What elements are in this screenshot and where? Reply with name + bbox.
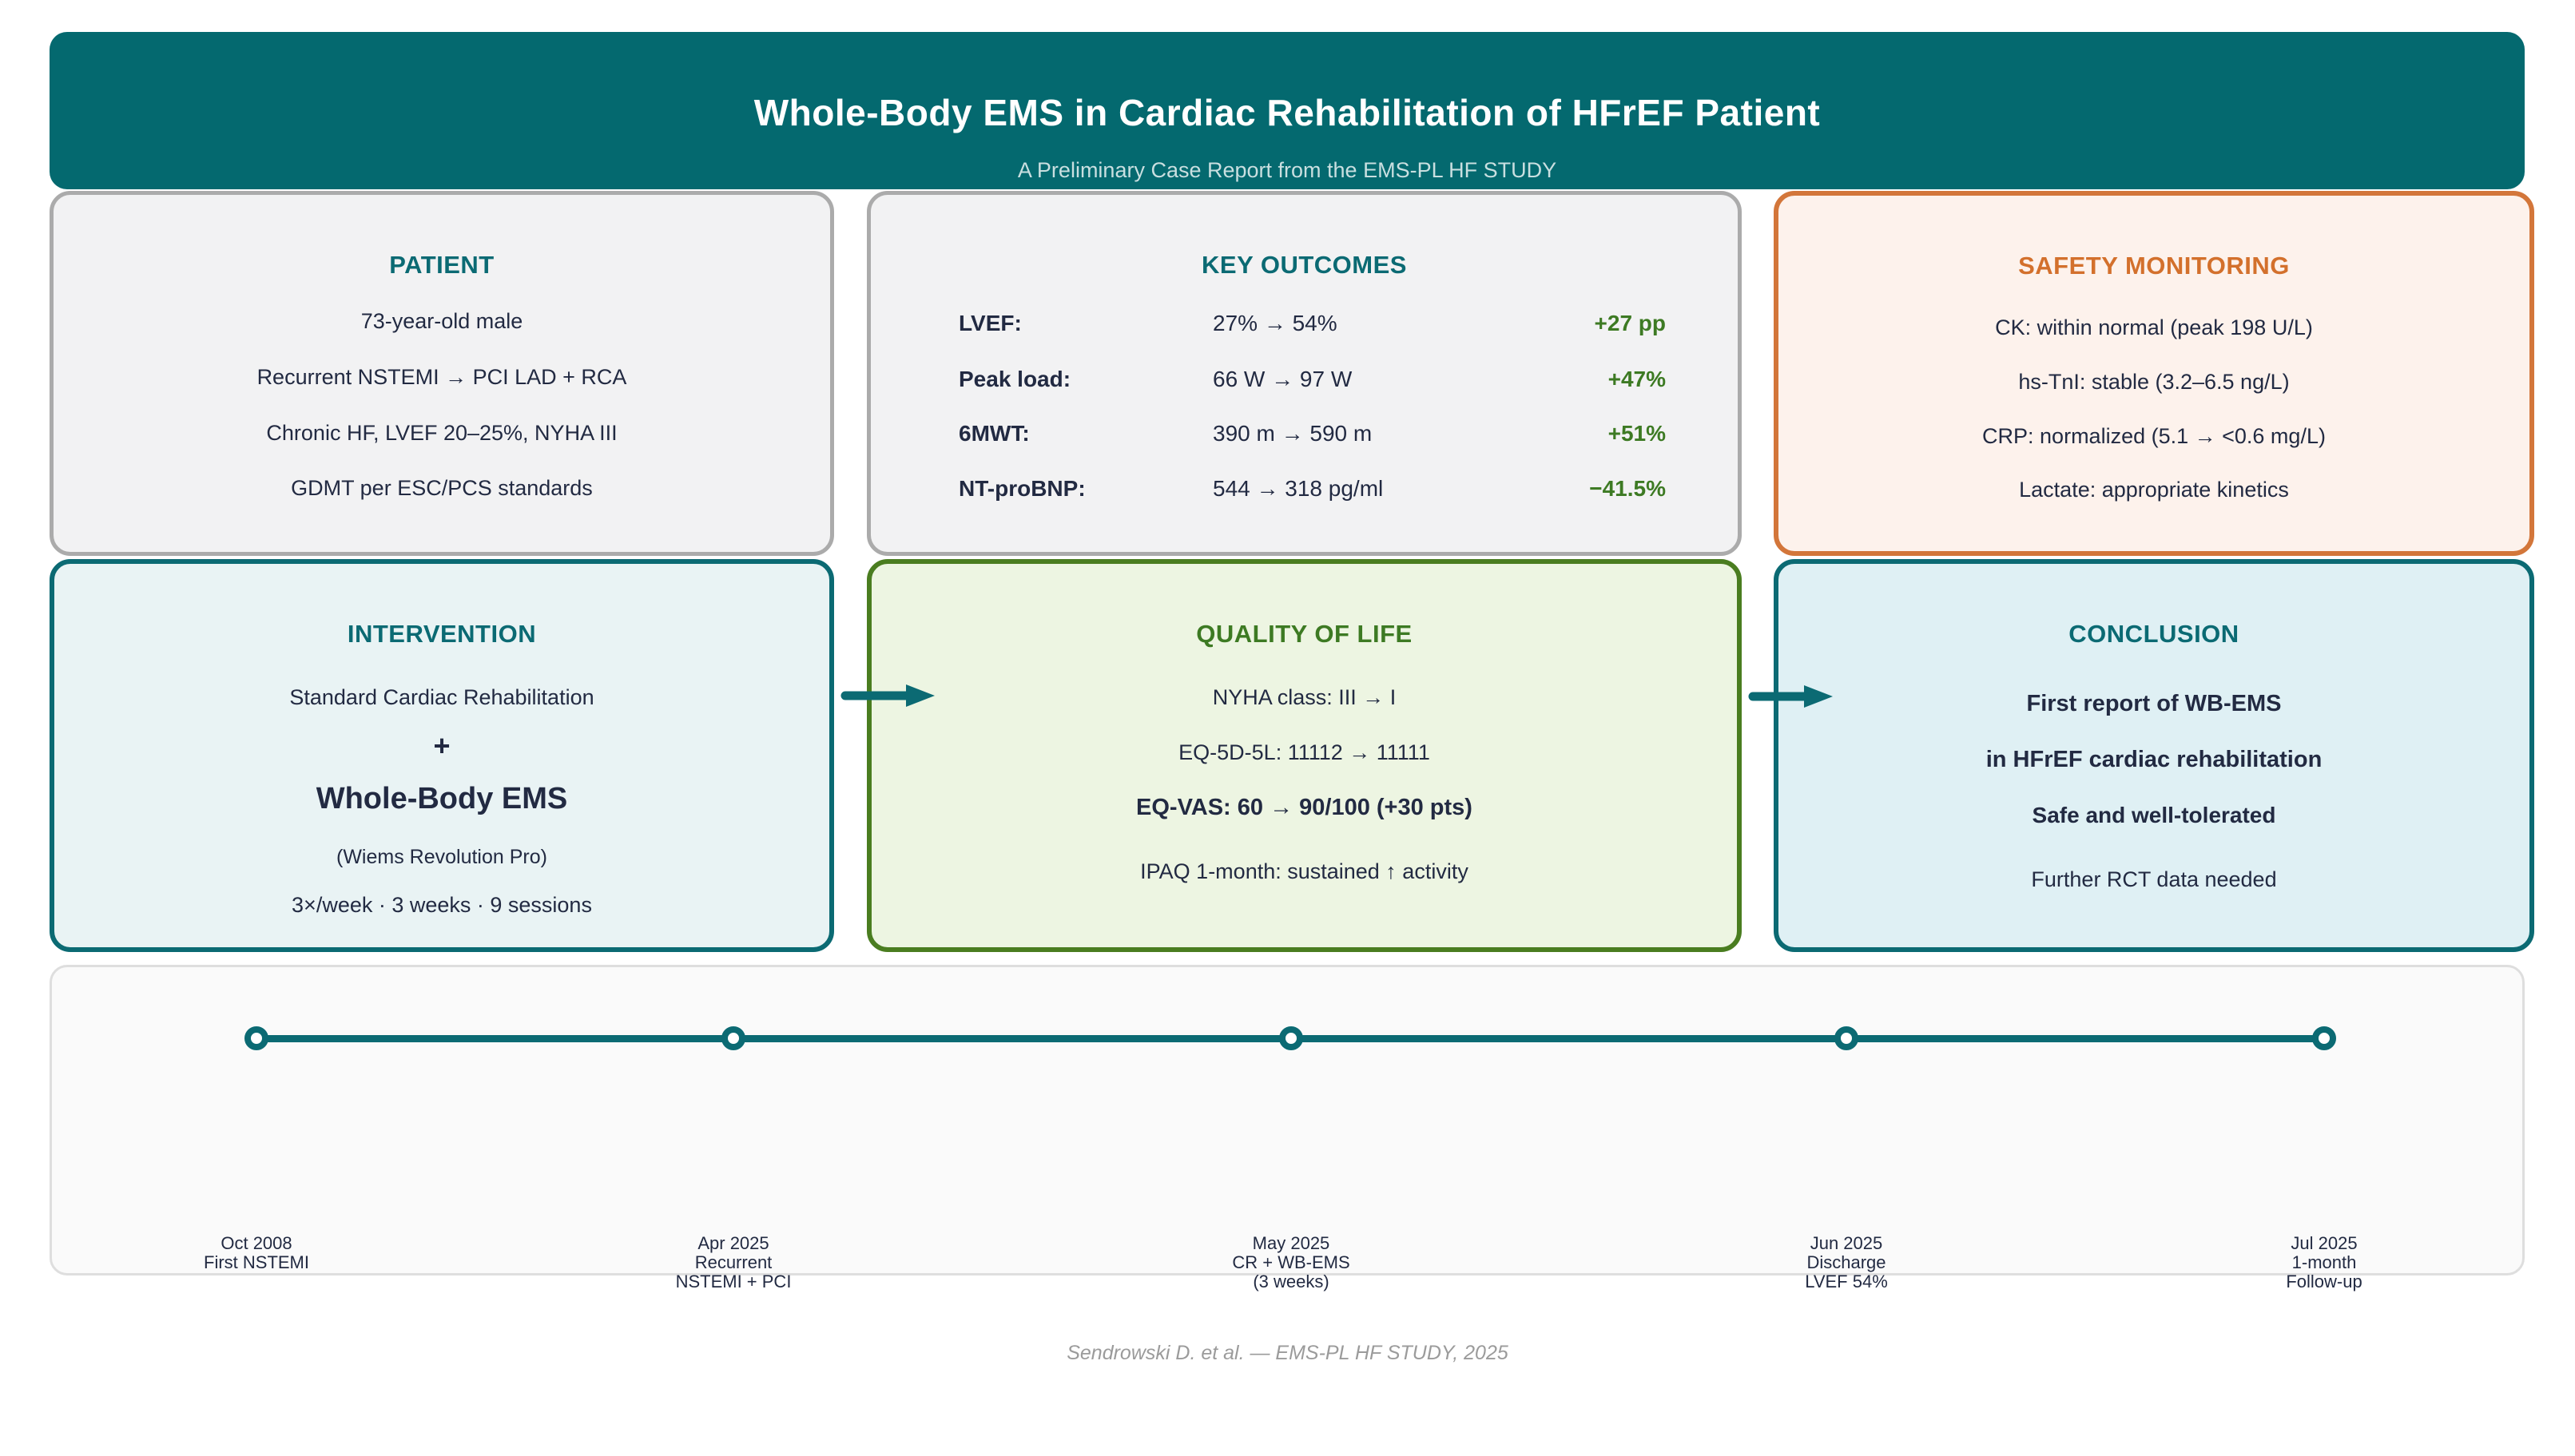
timeline-event-text: Recurrent bbox=[694, 1252, 773, 1272]
timeline-event-label: May 2025 CR + WB-EMS (3 weeks) bbox=[1232, 1234, 1349, 1291]
timeline-event-text: NSTEMI + PCI bbox=[675, 1272, 792, 1291]
outcome-label: NT-proBNP: bbox=[959, 476, 1086, 501]
outcome-value: 390 m → 590 m bbox=[1213, 421, 1373, 446]
key-outcomes-card: KEY OUTCOMES LVEF: 27% → 54% +27 pp Peak… bbox=[867, 191, 1742, 556]
safety-card-title: SAFETY MONITORING bbox=[2018, 252, 2290, 280]
timeline-event-date: Jul 2025 bbox=[2291, 1233, 2358, 1253]
outcome-change: +47% bbox=[1607, 367, 1666, 391]
timeline-event-text: 1-month bbox=[2291, 1252, 2357, 1272]
outcome-value: 27% → 54% bbox=[1213, 311, 1337, 335]
timeline-event-label: Jul 2025 1-month Follow-up bbox=[2286, 1234, 2362, 1291]
outcome-change: +27 pp bbox=[1594, 311, 1666, 335]
intervention-device-line: (Wiems Revolution Pro) bbox=[336, 846, 547, 868]
outcome-value: 544 → 318 pg/ml bbox=[1213, 476, 1384, 501]
footer-credit: Sendrowski D. et al. — EMS-PL HF STUDY, … bbox=[1067, 1342, 1508, 1364]
conclusion-line: First report of WB-EMS bbox=[2026, 691, 2282, 716]
timeline-event-text: (3 weeks) bbox=[1253, 1272, 1329, 1291]
quality-nyha-line: NYHA class: III → I bbox=[1212, 685, 1397, 709]
timeline-event-date: Oct 2008 bbox=[221, 1233, 292, 1253]
patient-line: 73-year-old male bbox=[360, 309, 523, 333]
outcome-label: Peak load: bbox=[959, 367, 1071, 391]
safety-line: CRP: normalized (5.1 → <0.6 mg/L) bbox=[1982, 424, 2326, 448]
intervention-schedule-line: 3×/week · 3 weeks · 9 sessions bbox=[292, 893, 592, 917]
timeline-node bbox=[1834, 1026, 1858, 1050]
timeline-event-date: Apr 2025 bbox=[697, 1233, 769, 1253]
timeline-event-text: Follow-up bbox=[2286, 1272, 2362, 1291]
patient-line: Chronic HF, LVEF 20–25%, NYHA III bbox=[266, 421, 618, 445]
outcome-row: LVEF: 27% → 54% +27 pp bbox=[959, 311, 1666, 336]
flow-arrow-intervention-to-quality bbox=[840, 684, 935, 707]
timeline-event-text: LVEF 54% bbox=[1805, 1272, 1888, 1291]
quality-ipaq-line: IPAQ 1-month: sustained ↑ activity bbox=[1140, 859, 1468, 883]
conclusion-line: Further RCT data needed bbox=[2031, 867, 2277, 891]
flow-arrow-quality-to-conclusion bbox=[1748, 685, 1833, 708]
outcome-label: 6MWT: bbox=[959, 421, 1030, 446]
conclusion-card: CONCLUSION First report of WB-EMS in HFr… bbox=[1774, 559, 2534, 952]
patient-card-title: PATIENT bbox=[389, 251, 495, 279]
timeline-event-text: First NSTEMI bbox=[204, 1252, 309, 1272]
patient-card: PATIENT 73-year-old male Recurrent NSTEM… bbox=[50, 191, 834, 556]
intervention-standard-line: Standard Cardiac Rehabilitation bbox=[289, 685, 594, 709]
timeline-node bbox=[2312, 1026, 2336, 1050]
timeline-event-date: Jun 2025 bbox=[1810, 1233, 1883, 1253]
outcome-change: −41.5% bbox=[1589, 476, 1666, 501]
safety-line: CK: within normal (peak 198 U/L) bbox=[1995, 315, 2313, 339]
timeline-node bbox=[721, 1026, 745, 1050]
quality-eqvas-line: EQ-VAS: 60 → 90/100 (+30 pts) bbox=[1136, 795, 1472, 820]
plus-sign: + bbox=[433, 729, 451, 762]
patient-line: GDMT per ESC/PCS standards bbox=[291, 476, 593, 500]
timeline-event-label: Oct 2008 First NSTEMI bbox=[204, 1234, 309, 1272]
page-title: Whole-Body EMS in Cardiac Rehabilitation… bbox=[753, 92, 1821, 133]
outcome-value: 66 W → 97 W bbox=[1213, 367, 1353, 391]
timeline-event-label: Apr 2025 Recurrent NSTEMI + PCI bbox=[676, 1234, 792, 1291]
intervention-card-title: INTERVENTION bbox=[347, 620, 537, 648]
quality-of-life-card: QUALITY OF LIFE NYHA class: III → I EQ-5… bbox=[867, 559, 1742, 952]
quality-eq5d-line: EQ-5D-5L: 11112 → 11111 bbox=[1178, 740, 1430, 764]
timeline-node bbox=[1279, 1026, 1303, 1050]
safety-line: Lactate: appropriate kinetics bbox=[2019, 478, 2289, 502]
timeline-event-date: May 2025 bbox=[1252, 1233, 1330, 1253]
page-subtitle: A Preliminary Case Report from the EMS-P… bbox=[1017, 158, 1557, 182]
timeline-node bbox=[244, 1026, 268, 1050]
outcome-label: LVEF: bbox=[959, 311, 1022, 335]
conclusion-line: in HFrEF cardiac rehabilitation bbox=[1985, 747, 2323, 772]
intervention-ems-line: Whole-Body EMS bbox=[316, 782, 568, 815]
timeline-event-text: Discharge bbox=[1806, 1252, 1886, 1272]
safety-line: hs-TnI: stable (3.2–6.5 ng/L) bbox=[2018, 370, 2290, 394]
timeline-event-label: Jun 2025 Discharge LVEF 54% bbox=[1805, 1234, 1888, 1291]
key-outcomes-card-title: KEY OUTCOMES bbox=[1202, 251, 1407, 279]
outcome-row: Peak load: 66 W → 97 W +47% bbox=[959, 367, 1666, 392]
outcome-row: NT-proBNP: 544 → 318 pg/ml −41.5% bbox=[959, 476, 1666, 502]
conclusion-line: Safe and well-tolerated bbox=[2032, 803, 2276, 827]
quality-card-title: QUALITY OF LIFE bbox=[1196, 620, 1413, 648]
outcome-row: 6MWT: 390 m → 590 m +51% bbox=[959, 421, 1666, 446]
intervention-card: INTERVENTION Standard Cardiac Rehabilita… bbox=[50, 559, 834, 952]
header-banner: Whole-Body EMS in Cardiac Rehabilitation… bbox=[50, 32, 2525, 189]
conclusion-card-title: CONCLUSION bbox=[2068, 620, 2239, 648]
timeline-event-text: CR + WB-EMS bbox=[1232, 1252, 1350, 1272]
safety-monitoring-card: SAFETY MONITORING CK: within normal (pea… bbox=[1774, 191, 2534, 556]
outcome-change: +51% bbox=[1607, 421, 1666, 446]
timeline-card: Oct 2008 First NSTEMI Apr 2025 Recurrent… bbox=[50, 965, 2525, 1291]
patient-line: Recurrent NSTEMI → PCI LAD + RCA bbox=[256, 365, 627, 389]
